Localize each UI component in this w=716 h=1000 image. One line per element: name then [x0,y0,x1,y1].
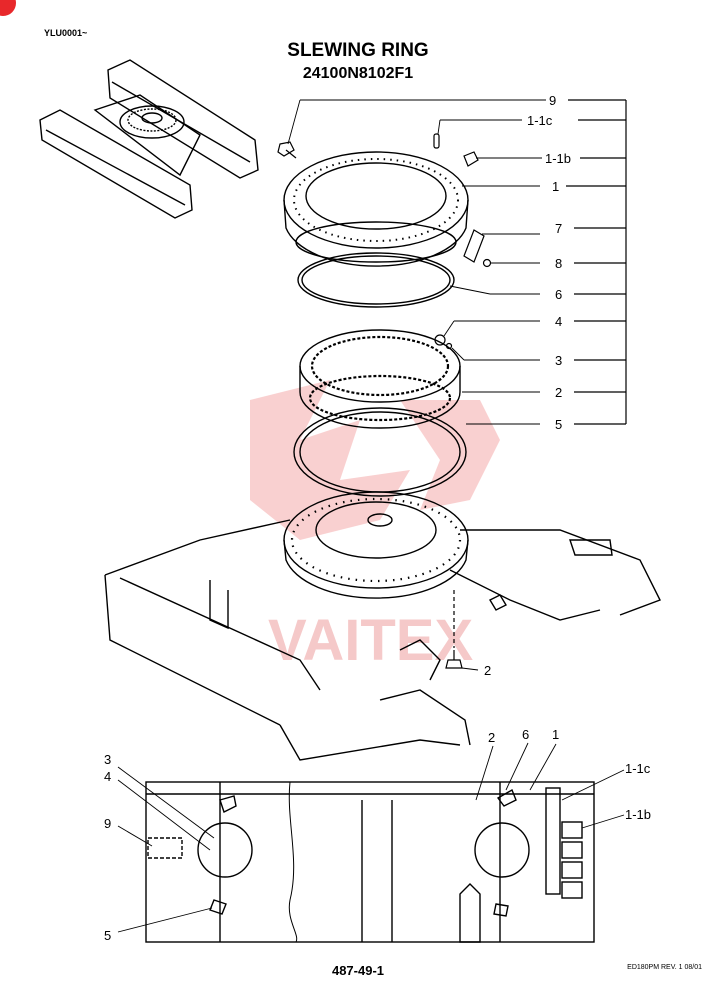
part-number: 24100N8102F1 [302,65,414,82]
callout-label: 1-1c [527,113,553,128]
callout-label: 3 [104,752,111,767]
callout-label: 1-1b [625,807,651,822]
callout-label: 1-1b [545,151,571,166]
corner-tab [0,0,16,16]
callout-label: 5 [555,417,562,432]
callout-label: 1 [552,179,559,194]
callout-label: 7 [555,221,562,236]
plug-1-1b [463,151,479,167]
callout-label: 4 [555,314,562,329]
callout-label: 1-1c [625,761,651,776]
mounting-flange [283,491,469,599]
callout-label: 6 [522,727,529,742]
seal-ring-6 [297,252,455,308]
callout-label: 2 [484,663,491,678]
leader-lines-lower [117,742,625,933]
pin-1-1c [433,133,440,149]
lower-frame [104,519,661,761]
series-label: YLU0001~ [44,28,88,38]
callout-label: 3 [555,353,562,368]
callout-label: 9 [104,816,111,831]
callouts-upper: 9 1-1c 1-1b 1 7 8 6 4 3 2 5 2 [484,93,571,678]
screw-8 [482,258,492,268]
callout-label: 9 [549,93,556,108]
callout-label: 6 [555,287,562,302]
callout-label: 8 [555,256,562,271]
bolt-9 [277,141,297,159]
cross-section [145,781,595,943]
callout-label: 4 [104,769,111,784]
revision-note: ED180PM REV. 1 08/01 [627,964,702,971]
outer-race-1 [283,151,469,267]
page-title: SLEWING RING [287,40,429,61]
callout-label: 5 [104,928,111,943]
callouts-lower: 2 6 1 1-1c 1-1b 3 4 9 5 [104,727,651,943]
watermark-text: VAITEX [268,608,473,673]
callout-label: 2 [488,730,495,745]
undercarriage-thumbnail [39,59,259,219]
callout-label: 1 [552,727,559,742]
page-number: 487-49-1 [331,963,385,978]
grease-plate-7 [463,229,485,263]
callout-label: 2 [555,385,562,400]
inner-race-2 [299,329,461,429]
leader-lines-upper [287,99,627,671]
